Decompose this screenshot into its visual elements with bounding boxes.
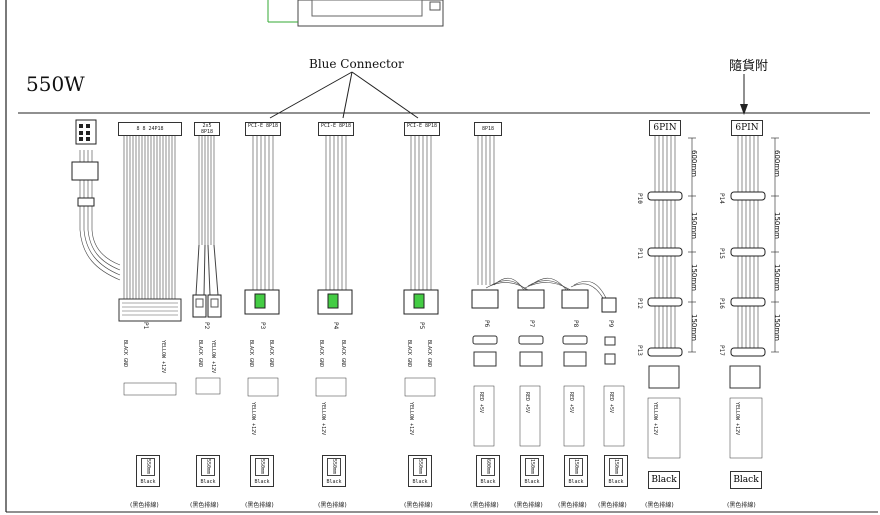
p2-pin-text-2: YELLOW +12V <box>210 340 216 374</box>
p6-footer: (黑色排線) <box>470 502 499 509</box>
p5-footer: (黑色排線) <box>404 502 433 509</box>
p4-tag: 550mm Black <box>322 455 346 487</box>
dim-2-150b: 150mm <box>773 264 781 291</box>
p1-color: Black <box>140 479 156 485</box>
p6-length: 600mm <box>481 458 495 476</box>
g2-color: Black <box>730 471 762 489</box>
p8-footer: (黑色排線) <box>558 502 587 509</box>
p11-code: P11 <box>636 248 643 259</box>
p3-length: 550mm <box>255 458 269 476</box>
p4-pin-text: BLACK GND <box>318 340 324 368</box>
p2-code: P2 <box>203 322 210 330</box>
g1-pin-text: YELLOW +12V <box>652 402 658 436</box>
p4-footer: (黑色排線) <box>318 502 347 509</box>
p1-length: 550mm <box>141 458 155 476</box>
wattage-title: 550W <box>26 72 85 96</box>
p2-color: Black <box>200 479 216 485</box>
dim-1-150a: 150mm <box>690 212 698 239</box>
dim-1-150c: 150mm <box>690 314 698 341</box>
dim-2-600: 600mm <box>773 150 781 177</box>
p1-code: P1 <box>142 322 149 330</box>
p3-pin-text: BLACK GND <box>248 340 254 368</box>
p5-pin-text: BLACK GND <box>406 340 412 368</box>
p1-tag: 550mm Black <box>136 455 160 487</box>
p9-length: 150mm <box>609 458 623 476</box>
p10-code: P10 <box>636 193 643 204</box>
p7-tag: 150mm Black <box>520 455 544 487</box>
p12-code: P12 <box>636 298 643 309</box>
p3-pin-text-2: BLACK GND <box>268 340 274 368</box>
p3-footer: (黑色排線) <box>245 502 274 509</box>
p1-header: 8 8 24P18 <box>118 122 182 136</box>
p7-pin-text: RED +5V <box>524 392 530 414</box>
p3-header: PCI-E 8P18 <box>245 122 281 136</box>
p8-color: Black <box>568 479 584 485</box>
sixpin-header-1: 6PIN <box>649 120 681 136</box>
p2-length: 550mm <box>201 458 215 476</box>
p4-length: 550mm <box>327 458 341 476</box>
p9-pin-text: RED +5V <box>608 392 614 414</box>
p9-color: Black <box>608 479 624 485</box>
p3-tag: 550mm Black <box>250 455 274 487</box>
p2-header: 2x5 8P18 <box>194 122 220 136</box>
sixpin-header-2: 6PIN <box>731 120 763 136</box>
p2-tag: 550mm Black <box>196 455 220 487</box>
p1-pin-text-2: YELLOW +12V <box>160 340 166 374</box>
dim-2-150c: 150mm <box>773 314 781 341</box>
p1-pin-text: BLACK GND <box>122 340 128 368</box>
p3-code: P3 <box>259 322 266 330</box>
p4-code: P4 <box>332 322 339 330</box>
p16-code: P16 <box>718 298 725 309</box>
p2-footer: (黑色排線) <box>190 502 219 509</box>
g2-footer: (黑色排線) <box>727 502 756 509</box>
p3-pin-text-3: YELLOW +12V <box>250 402 256 436</box>
p7-length: 150mm <box>525 458 539 476</box>
p4-pin-text-3: YELLOW +12V <box>320 402 326 436</box>
p5-code: P5 <box>418 322 425 330</box>
p4-color: Black <box>326 479 342 485</box>
p14-code: P14 <box>718 193 725 204</box>
blue-connector-label: Blue Connector <box>309 57 404 71</box>
p8-pin-text: RED +5V <box>568 392 574 414</box>
p1-footer: (黑色排線) <box>130 502 159 509</box>
p8-length: 150mm <box>569 458 583 476</box>
p8-code: P8 <box>572 320 579 328</box>
p9-tag: 150mm Black <box>604 455 628 487</box>
p2-pin-text: BLACK GND <box>197 340 203 368</box>
p3-color: Black <box>254 479 270 485</box>
dim-1-600: 600mm <box>690 150 698 177</box>
p7-code: P7 <box>528 320 535 328</box>
p5-header: PCI-E 8P18 <box>404 122 440 136</box>
p4-pin-text-2: BLACK GND <box>340 340 346 368</box>
p6-tag: 600mm Black <box>476 455 500 487</box>
p5-pin-text-3: YELLOW +12V <box>408 402 414 436</box>
accessory-label: 隨貨附 <box>729 59 769 74</box>
p6-pin-text: RED +5V <box>478 392 484 414</box>
dim-2-150a: 150mm <box>773 212 781 239</box>
p6-header: 8P18 <box>474 122 502 136</box>
g2-pin-text: YELLOW +12V <box>734 402 740 436</box>
dim-1-150b: 150mm <box>690 264 698 291</box>
p13-code: P13 <box>636 345 643 356</box>
p7-color: Black <box>524 479 540 485</box>
p8-tag: 150mm Black <box>564 455 588 487</box>
p5-length: 550mm <box>413 458 427 476</box>
p9-code: P9 <box>607 320 614 328</box>
p7-footer: (黑色排線) <box>514 502 543 509</box>
p9-footer: (黑色排線) <box>598 502 627 509</box>
p5-pin-text-2: BLACK GND <box>426 340 432 368</box>
p6-color: Black <box>480 479 496 485</box>
p4-header: PCI-E 8P18 <box>318 122 354 136</box>
p15-code: P15 <box>718 248 725 259</box>
p6-code: P6 <box>483 320 490 328</box>
p17-code: P17 <box>718 345 725 356</box>
g1-color: Black <box>648 471 680 489</box>
g1-footer: (黑色排線) <box>645 502 674 509</box>
p5-tag: 550mm Black <box>408 455 432 487</box>
p5-color: Black <box>412 479 428 485</box>
